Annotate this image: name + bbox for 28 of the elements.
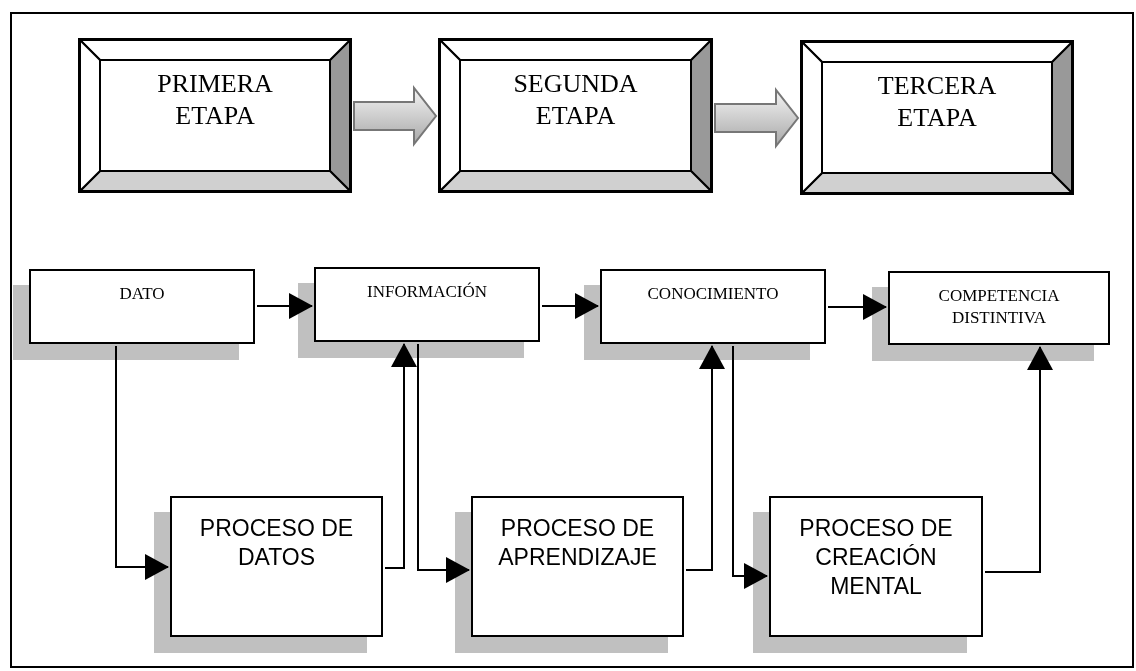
box-label: COMPETENCIA DISTINTIVA	[937, 285, 1061, 329]
arrow	[685, 345, 725, 571]
box-label: SEGUNDA ETAPA	[512, 68, 639, 132]
box-label: PROCESO DE CREACIÓN MENTAL	[798, 514, 954, 601]
box-label: PROCESO DE APRENDIZAJE	[497, 514, 658, 572]
block-arrow	[353, 85, 438, 147]
process-box	[471, 496, 684, 637]
process-box	[600, 269, 826, 344]
arrow	[541, 293, 599, 319]
box-label: PROCESO DE DATOS	[198, 514, 355, 572]
process-box	[888, 271, 1110, 345]
box-label: INFORMACIÓN	[367, 281, 487, 303]
arrow	[417, 343, 470, 583]
box-label: TERCERA ETAPA	[876, 70, 998, 134]
process-box	[170, 496, 383, 637]
arrow	[384, 343, 417, 569]
arrow	[827, 294, 887, 320]
box-label: PRIMERA ETAPA	[156, 68, 274, 132]
process-box	[769, 496, 983, 637]
arrow	[984, 346, 1053, 573]
box-label: DATO	[119, 283, 165, 305]
process-box	[29, 269, 255, 344]
process-box	[314, 267, 540, 342]
arrow	[256, 293, 313, 319]
arrow	[115, 345, 169, 580]
box-label: CONOCIMIENTO	[647, 283, 779, 305]
arrow	[732, 345, 768, 589]
block-arrow	[714, 87, 800, 149]
